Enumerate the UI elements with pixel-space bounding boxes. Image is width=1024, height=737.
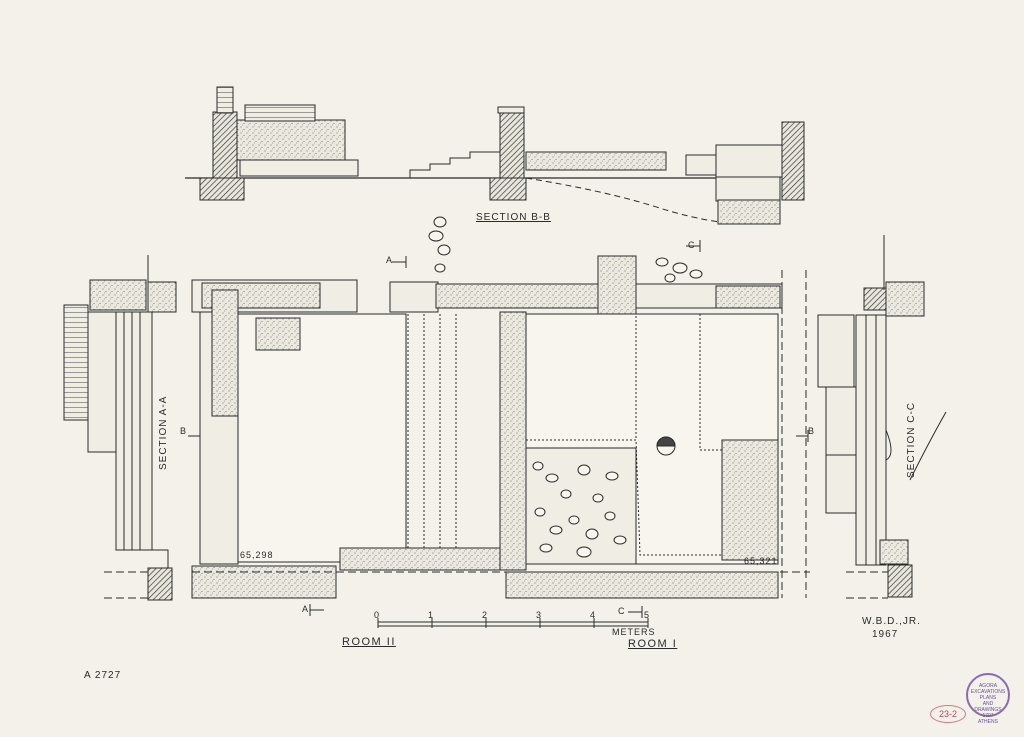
stamp-line: AGORA EXCAVATIONS [970, 683, 1006, 695]
scale-tick-2: 2 [482, 610, 489, 620]
label-room-ii: ROOM II [342, 636, 396, 648]
scale-tick-3: 3 [536, 610, 543, 620]
section-aa-drawing [63, 255, 177, 601]
marker-b-left: B [180, 426, 188, 436]
label-elevation-right: 65,321 [744, 556, 778, 566]
scale-tick-5: 5 [644, 610, 651, 620]
label-section-cc: SECTION C-C [906, 402, 917, 478]
scale-tick-0: 0 [374, 610, 381, 620]
label-meters: METERS [612, 627, 656, 637]
label-section-aa: SECTION A-A [158, 395, 169, 470]
label-room-i: ROOM I [628, 638, 678, 650]
archive-stamp: AGORA EXCAVATIONS PLANS AND DRAWINGS 170… [966, 673, 1010, 725]
marker-a-bottom: A [302, 604, 310, 614]
scale-tick-1: 1 [428, 610, 435, 620]
sheet-tag: 23-2 [930, 705, 966, 723]
marker-a-top: A [386, 255, 394, 265]
stamp-line: DRAWINGS [974, 707, 1002, 713]
label-sheet-id: A 2727 [84, 670, 122, 681]
label-elevation-left: 65,298 [240, 550, 274, 560]
marker-b-right: B [808, 426, 816, 436]
plan-drawing [188, 216, 810, 628]
stamp-line: 1707 [982, 713, 994, 719]
label-year: 1967 [872, 629, 899, 640]
scale-tick-4: 4 [590, 610, 597, 620]
section-cc-drawing [817, 235, 947, 599]
stamp-line: ATHENS [978, 719, 998, 725]
section-bb-drawing [185, 86, 805, 225]
label-section-bb: SECTION B-B [476, 212, 551, 223]
stamp-line: PLANS [979, 695, 997, 701]
marker-c-top: C [688, 240, 696, 250]
marker-c-bottom: C [618, 606, 626, 616]
label-author: W.B.D.,JR. [862, 616, 921, 627]
stamp-line: AND [982, 701, 994, 707]
